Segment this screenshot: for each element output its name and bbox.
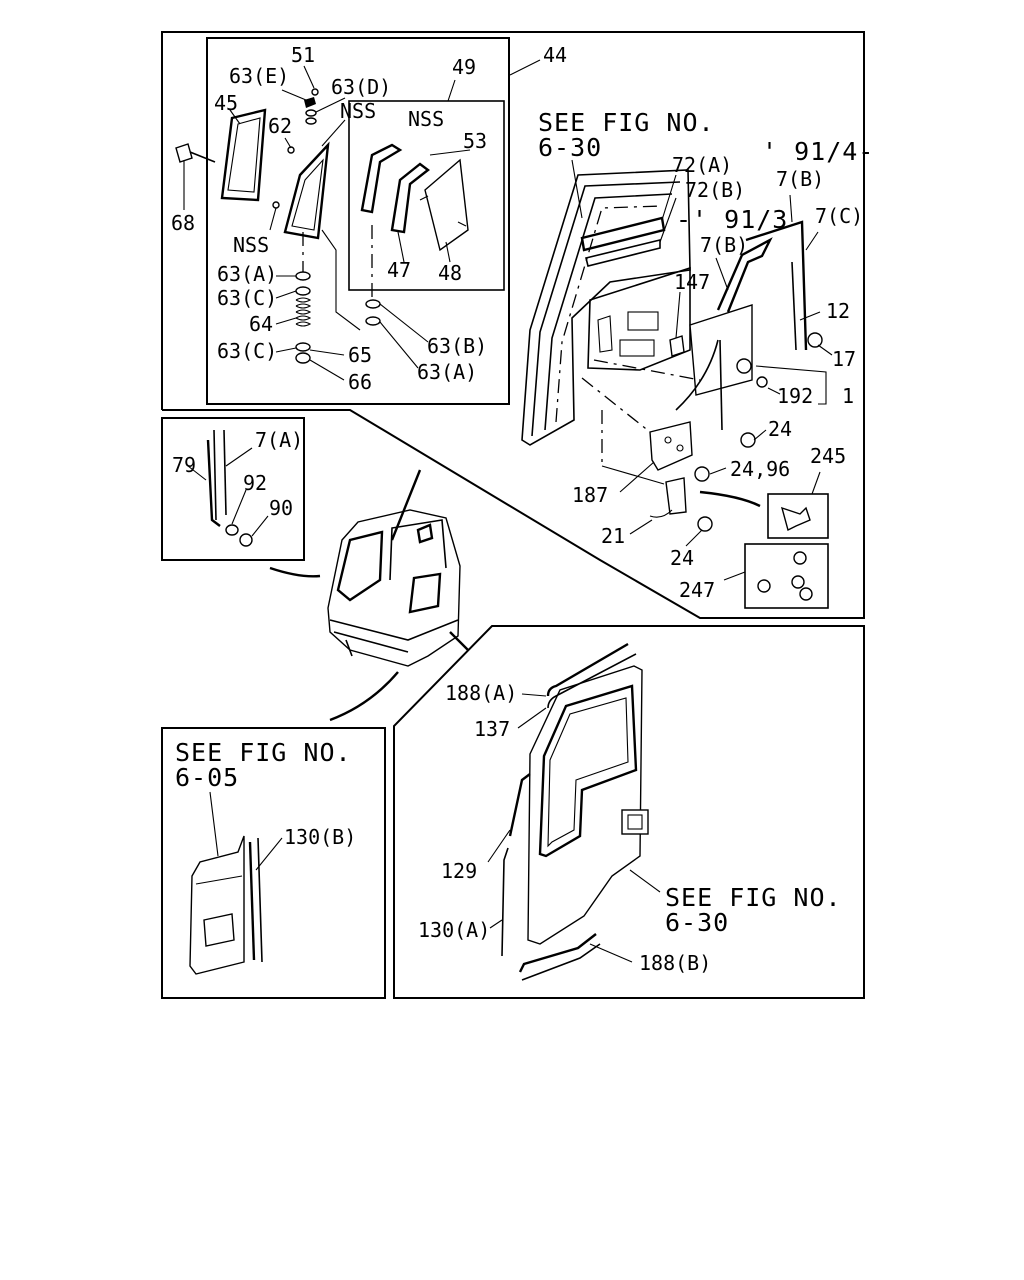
part-label-51: 51 [291, 43, 315, 67]
part-label-188a: 188(A) [445, 681, 517, 705]
part-label-187: 187 [572, 483, 608, 507]
part-label-47: 47 [387, 258, 411, 282]
date-note-until: -' 91/3 [676, 205, 788, 234]
part-label-24-lower: 24 [670, 546, 694, 570]
fig-ref-bottom-left-line1: SEE FIG NO. [175, 738, 352, 767]
part-label-53: 53 [463, 129, 487, 153]
part-label-21: 21 [601, 524, 625, 548]
part-label-64: 64 [249, 312, 273, 336]
part-label-130b: 130(B) [284, 825, 356, 849]
date-note-from: ' 91/4- [762, 137, 874, 166]
part-label-92: 92 [243, 471, 267, 495]
quarter-window-group [175, 88, 361, 364]
part-label-7c: 7(C) [815, 204, 863, 228]
part-label-63a-upper: 63(A) [217, 262, 277, 286]
fig-ref-bottom-right-line1: SEE FIG NO. [665, 883, 842, 912]
part-label-72a: 72(A) [672, 153, 732, 177]
part-label-63c-upper: 63(C) [217, 286, 277, 310]
part-label-48: 48 [438, 261, 462, 285]
part-label-63b: 63(B) [427, 334, 487, 358]
part-label-130a: 130(A) [418, 918, 490, 942]
part-label-245: 245 [810, 444, 846, 468]
door-inner-panel [521, 169, 691, 446]
truck-cab [269, 469, 469, 722]
part-label-79: 79 [172, 453, 196, 477]
part-label-129: 129 [441, 859, 477, 883]
fig-ref-top-right-line1: SEE FIG NO. [538, 108, 715, 137]
part-label-63d: 63(D) [331, 75, 391, 99]
pillar-weatherstrip [206, 429, 253, 547]
fig-ref-bottom-left-line2: 6-05 [175, 763, 239, 792]
part-label-nss-upper: NSS [340, 99, 376, 123]
part-label-65: 65 [348, 343, 372, 367]
fig-ref-top-right-line2: 6-30 [538, 133, 602, 162]
vent-window-glass [360, 143, 469, 326]
part-label-68: 68 [171, 211, 195, 235]
part-label-90: 90 [269, 496, 293, 520]
part-label-137: 137 [474, 717, 510, 741]
figure-references: SEE FIG NO. 6-30 SEE FIG NO. 6-05 SEE FI… [175, 108, 874, 937]
part-label-63c-lower: 63(C) [217, 339, 277, 363]
part-label-nss-vent: NSS [408, 107, 444, 131]
part-label-44: 44 [543, 43, 567, 67]
clip-icon [780, 506, 811, 532]
part-label-49: 49 [452, 55, 476, 79]
part-label-1: 1 [842, 384, 854, 408]
part-label-12: 12 [826, 299, 850, 323]
part-label-24-96: 24,96 [730, 457, 790, 481]
part-label-72b: 72(B) [685, 178, 745, 202]
corner-panel [189, 835, 263, 975]
screw-set-icon [757, 551, 813, 601]
part-label-24-upper: 24 [768, 417, 792, 441]
part-label-7b-lower: 7(B) [700, 233, 748, 257]
part-label-7a: 7(A) [255, 428, 303, 452]
part-label-62: 62 [268, 114, 292, 138]
leader-lines [183, 59, 833, 963]
part-label-nss-lower: NSS [233, 233, 269, 257]
part-label-192: 192 [777, 384, 813, 408]
part-label-63e: 63(E) [229, 64, 289, 88]
part-label-147: 147 [674, 270, 710, 294]
part-label-63a-lower: 63(A) [417, 360, 477, 384]
part-label-188b: 188(B) [639, 951, 711, 975]
diagram-frames [161, 31, 865, 999]
part-label-247: 247 [679, 578, 715, 602]
fig-ref-bottom-right-line2: 6-30 [665, 908, 729, 937]
part-label-45: 45 [214, 91, 238, 115]
bolt-icon [694, 332, 823, 532]
window-regulator [581, 220, 823, 532]
part-label-66: 66 [348, 370, 372, 394]
part-label-17: 17 [832, 347, 856, 371]
door-outer-panel [501, 642, 649, 981]
part-number-labels: 44 49 51 63(E) 63(D) 45 62 NSS NSS 53 68… [171, 43, 863, 975]
part-label-7b-upper: 7(B) [776, 167, 824, 191]
